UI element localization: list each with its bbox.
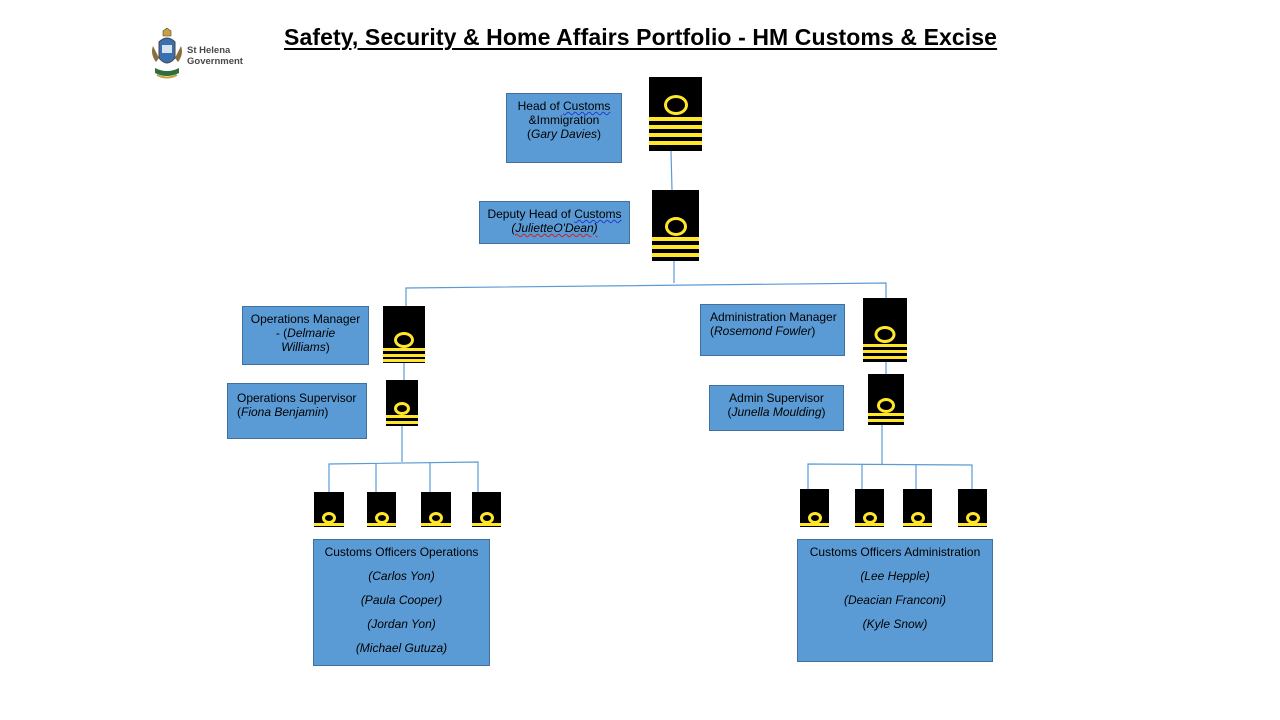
epaulette-icon <box>855 489 884 527</box>
coat-of-arms-icon <box>152 27 182 79</box>
epaulette-icon <box>958 489 987 527</box>
ops-officers-title: Customs Officers Operations <box>324 545 479 559</box>
admin-supervisor-name: Junella Moulding <box>731 405 822 419</box>
ops-officer-name: (Jordan Yon) <box>367 617 436 631</box>
admin-officer-name: (Lee Hepple) <box>860 569 930 583</box>
ops-officer-name: (Paula Cooper) <box>360 593 443 607</box>
admin-officer-name: (Kyle Snow) <box>862 617 928 631</box>
deputy-role-prefix: Deputy Head of <box>487 207 575 221</box>
st-helena-government-logo: St Helena Government <box>150 27 260 84</box>
admin-officer-name: (Deacian Franconi) <box>843 593 947 607</box>
epaulette-icon <box>383 306 425 363</box>
ops-officer-name: (Carlos Yon) <box>368 569 435 583</box>
epaulette-icon <box>800 489 829 527</box>
ops-manager-name-b: Williams <box>281 340 326 354</box>
ops-officer-name: (Michael Gutuza) <box>355 641 448 655</box>
epaulette-icon <box>314 492 344 527</box>
connector-head-to-deputy <box>670 150 673 191</box>
administration-manager-box: Administration Manager (Rosemond Fowler) <box>700 304 845 356</box>
deputy-name: (JulietteO'Dean) <box>511 221 598 235</box>
admin-supervisor-role: Admin Supervisor <box>729 391 824 405</box>
epaulette-icon <box>868 374 904 425</box>
epaulette-icon <box>367 492 396 527</box>
head-name: Gary Davies <box>530 127 598 141</box>
connector-ops-officers-bar <box>328 461 479 492</box>
connector-admin-officers-bar <box>807 463 973 489</box>
logo-line-1: St Helena <box>187 45 231 56</box>
epaulette-icon <box>472 492 501 527</box>
admin-manager-name: Rosemond Fowler <box>714 324 812 338</box>
ops-manager-role: Operations Manager <box>250 312 361 326</box>
admin-supervisor-box: Admin Supervisor (Junella Moulding) <box>709 385 844 431</box>
head-of-customs-box: Head of Customs &Immigration (Gary Davie… <box>506 93 622 163</box>
operations-supervisor-box: Operations Supervisor (Fiona Benjamin) <box>227 383 367 439</box>
head-role-line-2: &Immigration <box>528 113 600 127</box>
logo-line-2: Government <box>187 56 243 67</box>
epaulette-icon <box>903 489 932 527</box>
epaulette-icon <box>649 77 702 151</box>
ops-supervisor-role: Operations Supervisor <box>237 391 357 405</box>
admin-officers-title: Customs Officers Administration <box>809 545 981 559</box>
head-role-prefix: Head of <box>517 99 564 113</box>
customs-officers-administration-box: Customs Officers Administration (Lee Hep… <box>797 539 993 662</box>
deputy-head-box: Deputy Head of Customs (JulietteO'Dean) <box>479 201 630 244</box>
page-title: Safety, Security & Home Affairs Portfoli… <box>284 24 998 50</box>
customs-officers-operations-box: Customs Officers Operations (Carlos Yon)… <box>313 539 490 666</box>
epaulette-icon <box>652 190 699 261</box>
deputy-role-word: Customs <box>574 207 622 221</box>
operations-manager-box: Operations Manager - (Delmarie Williams) <box>242 306 369 365</box>
head-role-word: Customs <box>563 99 611 113</box>
admin-manager-role: Administration Manager <box>710 310 837 324</box>
epaulette-icon <box>386 380 418 426</box>
epaulette-icon <box>421 492 451 527</box>
ops-manager-name-a: Delmarie <box>287 326 336 340</box>
ops-supervisor-name: Fiona Benjamin <box>241 405 325 419</box>
epaulette-icon <box>863 298 907 362</box>
